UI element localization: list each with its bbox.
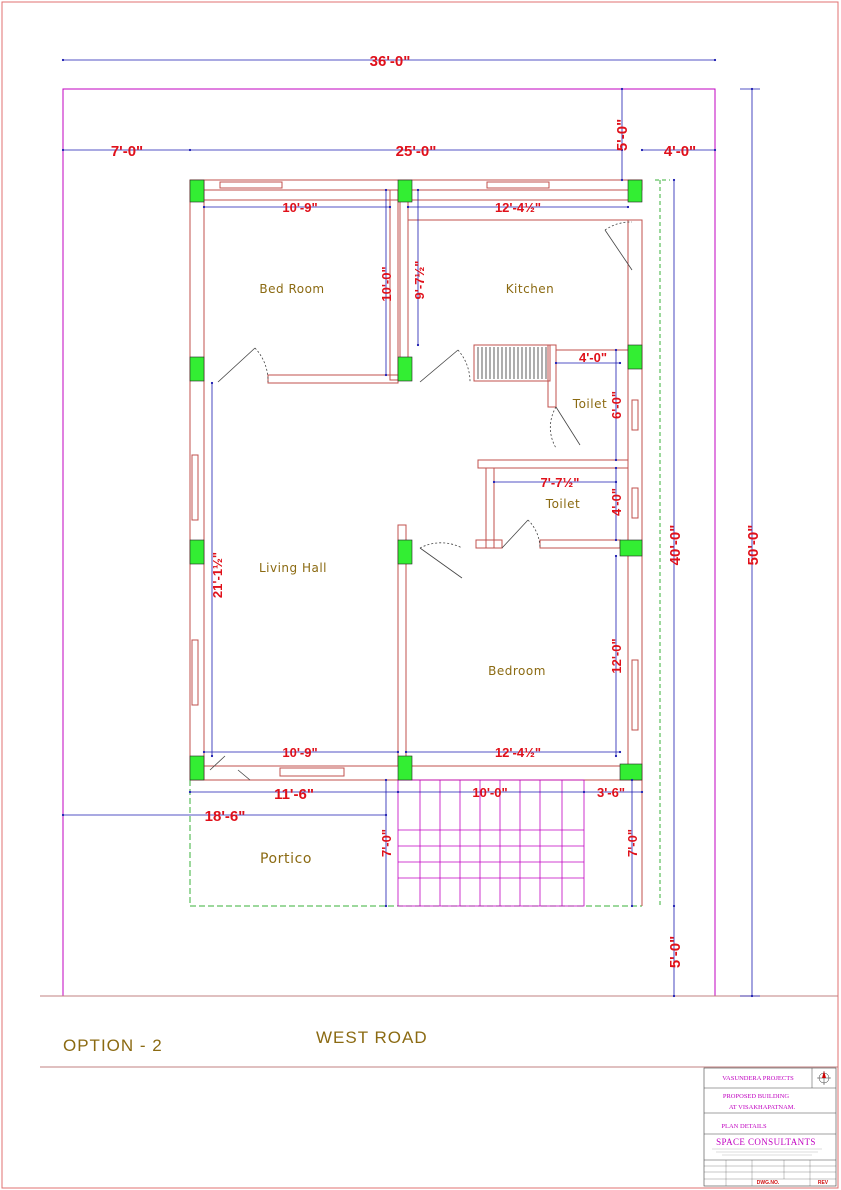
dim-bedroom2-width-bottom: 12'-4½" xyxy=(495,745,541,760)
dim-building-width: 25'-0" xyxy=(396,143,437,160)
dim-left-setback: 7'-0" xyxy=(111,143,143,160)
room-label-kitchen: Kitchen xyxy=(506,282,555,296)
title-block: VASUNDERA PROJECTS PROPOSED BUILDING AT … xyxy=(703,1067,837,1187)
room-label-living-hall: Living Hall xyxy=(259,561,327,575)
dim-portico-extent: 18'-6" xyxy=(205,808,246,825)
tb-consultant: SPACE CONSULTANTS xyxy=(716,1137,816,1147)
dim-bedroom1-width: 10'-9" xyxy=(282,200,317,215)
dim-kitchen-width: 12'-4½" xyxy=(495,200,541,215)
tb-project-line1: PROPOSED BUILDING xyxy=(723,1093,790,1100)
dim-portico-width: 11'-6" xyxy=(274,786,314,803)
option-label: OPTION - 2 xyxy=(63,1036,163,1055)
dim-living-width-bottom: 10'-9" xyxy=(282,745,317,760)
dim-living-depth: 21'-1½" xyxy=(210,552,225,598)
columns xyxy=(189,179,643,781)
doors xyxy=(209,221,633,781)
tb-client: VASUNDERA PROJECTS xyxy=(722,1075,794,1082)
tb-rev: REV xyxy=(818,1180,829,1186)
dim-building-depth: 40'-0" xyxy=(667,525,684,566)
room-label-toilet-2: Toilet xyxy=(545,497,580,511)
dim-right-strip-width: 3'-6" xyxy=(597,785,625,800)
tb-dwg-no: DWG.NO. xyxy=(757,1180,780,1186)
dimension-lines xyxy=(61,58,760,998)
dim-right-gap: 5'-0" xyxy=(614,119,631,151)
room-labels: Bed Room Kitchen Toilet Toilet Living Ha… xyxy=(259,282,607,867)
tb-project-line2: AT VISAKHAPATNAM. xyxy=(729,1104,796,1111)
dim-steps-width: 10'-0" xyxy=(472,785,507,800)
room-label-toilet-1: Toilet xyxy=(572,397,607,411)
staircase-treads xyxy=(477,347,547,379)
dim-right-strip-depth: 7'-0" xyxy=(625,829,640,857)
plot-boundary xyxy=(62,88,716,997)
dim-toilet2-depth: 4'-0" xyxy=(609,488,624,516)
north-compass-icon xyxy=(817,1071,831,1085)
dim-bottom-setback: 5'-0" xyxy=(667,936,684,968)
dim-overall-width: 36'-0" xyxy=(370,53,411,70)
dim-portico-depth: 7'-0" xyxy=(379,829,394,857)
dim-bedroom1-depth: 10'-0" xyxy=(379,266,394,301)
dim-right-setback: 4'-0" xyxy=(664,143,696,160)
dim-kitchen-depth: 9'-7½" xyxy=(412,261,427,300)
room-label-bed-room: Bed Room xyxy=(259,282,324,296)
tb-title: PLAN DETAILS xyxy=(721,1123,767,1130)
dim-bedroom2-depth: 12'-0" xyxy=(609,638,624,673)
dim-overall-depth: 50'-0" xyxy=(745,525,762,566)
room-label-portico: Portico xyxy=(260,851,312,867)
road-label: WEST ROAD xyxy=(316,1028,428,1047)
dim-toilet1-width: 4'-0" xyxy=(579,350,607,365)
dim-toilet1-depth: 6'-0" xyxy=(609,391,624,419)
dimension-texts: 36'-0" 7'-0" 25'-0" 4'-0" 5'-0" 10'-9" 1… xyxy=(111,53,762,968)
dim-toilet2-width: 7'-7½" xyxy=(541,475,580,490)
entrance-steps xyxy=(397,779,585,907)
room-label-bedroom: Bedroom xyxy=(488,664,546,678)
